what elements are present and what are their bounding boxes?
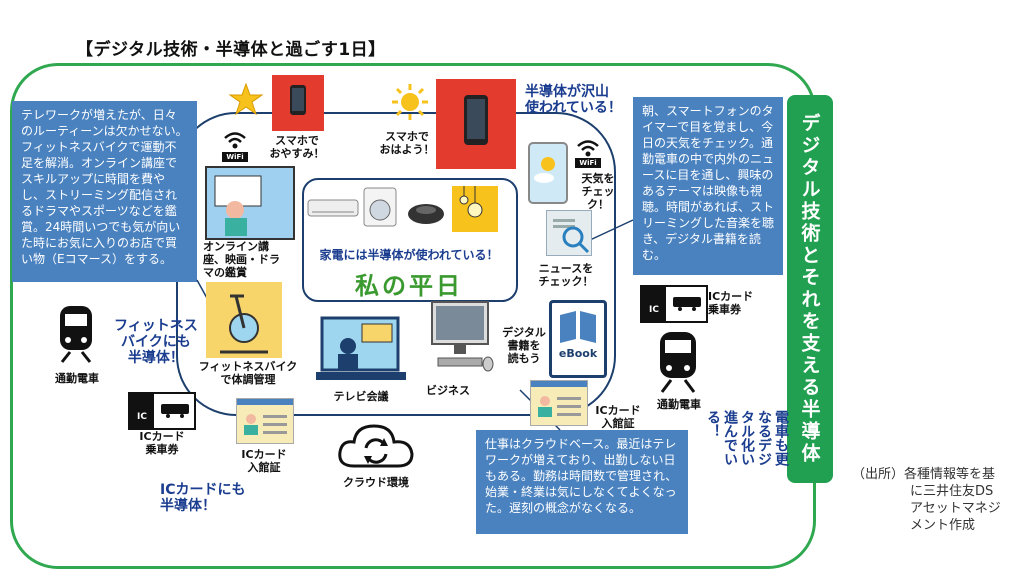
- ic-card-right-label: ICカード 乗車券: [708, 290, 754, 316]
- sun-icon: [390, 82, 430, 122]
- phone-morning-label: スマホで おはよう！: [379, 130, 435, 156]
- news-magnifier-icon: [546, 210, 592, 256]
- page-title: 【デジタル技術・半導体と過ごす1日】: [76, 40, 386, 60]
- online-lecture-label: オンライン講 座、映画・ドラ マの鑑賞: [203, 240, 280, 279]
- ebook-read-label: デジタル 書籍を 読もう: [502, 326, 546, 365]
- source-note: （出所）各種情報等を基 に三井住友DS アセットマネジ メント作成: [852, 466, 1022, 534]
- weather-label: 天気を チェック！: [581, 172, 615, 211]
- ic-card-chip: IC: [642, 287, 666, 321]
- source-line2: に三井住友DS アセットマネジ メント作成: [910, 484, 1001, 533]
- ic-card-icon: IC: [640, 285, 708, 323]
- wifi-badge: WiFi: [575, 158, 601, 168]
- wifi-badge: WiFi: [222, 152, 248, 162]
- tv-meeting-label: テレビ会議: [333, 390, 389, 403]
- id-card-icon: [530, 380, 588, 426]
- phone-night-icon: [272, 75, 324, 131]
- ebook-reader-icon: eBook: [549, 300, 607, 378]
- wifi-icon: [575, 136, 601, 158]
- sidebar-banner: デジタル技術とそれを支える半導体: [787, 95, 833, 483]
- center-heading: 私の平日: [355, 272, 463, 300]
- trains-digital-callout: 電車も更 なるデジ タル化い 進んでい る！: [705, 410, 789, 466]
- id-card-right-label: ICカード 入館証: [595, 404, 641, 430]
- online-lecture-icon: [205, 166, 295, 240]
- news-label: ニュースを チェック！: [538, 262, 594, 288]
- note-cloud-work: 仕事はクラウドベース。最近はテレワークが増えており、出勤しない日もある。勤務は時…: [476, 430, 688, 534]
- ic-semis-callout: ICカードにも 半導体！: [160, 482, 246, 514]
- source-line1: （出所）各種情報等を基: [852, 467, 996, 482]
- note-morning: 朝、スマートフォンのタイマーで目を覚まし、今日の天気をチェック。通勤電車の中で内…: [633, 97, 783, 275]
- ic-card-left-label: ICカード 乗車券: [139, 430, 185, 456]
- ebook-label: eBook: [558, 347, 598, 360]
- washing-machine-icon: [362, 186, 398, 228]
- cloud-label: クラウド環境: [343, 476, 409, 489]
- fitness-bike-label: フィットネスバイク で体調管理: [198, 360, 298, 386]
- id-card-left-label: ICカード 入館証: [241, 448, 287, 474]
- phone-morning-icon: [436, 79, 516, 169]
- cloud-sync-icon: [336, 418, 416, 472]
- desktop-computer-icon: [428, 300, 498, 380]
- tv-meeting-icon: [316, 312, 406, 382]
- weather-app-icon: [528, 142, 568, 204]
- train-icon: [656, 330, 700, 394]
- robot-vacuum-icon: [406, 198, 446, 226]
- train-right-label: 通勤電車: [657, 398, 701, 411]
- semis-many-callout: 半導体が沢山 使われている！: [525, 84, 622, 116]
- note-telework: テレワークが増えたが、日々のルーティーンは欠かせない。フィットネスバイクで運動不…: [12, 101, 197, 282]
- wifi-icon: [222, 128, 248, 152]
- train-left-label: 通勤電車: [55, 372, 99, 385]
- ic-card-icon: IC: [128, 392, 196, 430]
- fitness-bike-icon: [206, 282, 282, 358]
- center-caption: 家電には半導体が使われている！: [319, 248, 499, 262]
- air-conditioner-icon: [306, 196, 360, 222]
- phone-night-label: スマホで おやすみ！: [269, 134, 325, 160]
- star-icon: [228, 82, 264, 118]
- train-icon: [56, 304, 96, 364]
- id-card-icon: [236, 398, 294, 444]
- ic-card-chip: IC: [130, 394, 154, 428]
- light-bulb-icon: [452, 186, 498, 232]
- bike-semis-callout: フィットネス バイクにも 半導体！: [114, 318, 198, 366]
- business-label: ビジネス: [426, 384, 470, 397]
